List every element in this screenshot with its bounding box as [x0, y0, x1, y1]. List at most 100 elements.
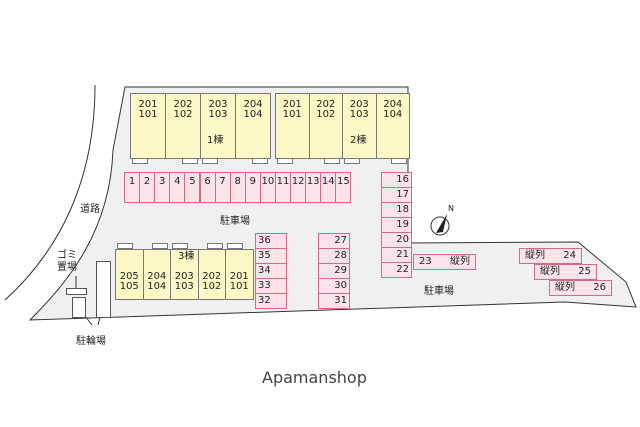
- garbage-area: [66, 288, 87, 295]
- unit-entrance: [344, 158, 360, 164]
- unit-number-upper: 202: [173, 99, 193, 110]
- space-number: 26: [593, 282, 606, 293]
- unit-number-upper: 203: [208, 99, 228, 110]
- bicycle-area-1: [72, 297, 86, 318]
- tandem-label: 縦列: [555, 282, 575, 293]
- parking-space: 7: [214, 172, 231, 203]
- space-number: 24: [563, 250, 576, 261]
- tandem-label: 縦列: [450, 256, 470, 267]
- parking-space: 36: [255, 233, 287, 249]
- unit-number-lower: 102: [173, 109, 193, 120]
- unit-number-upper: 203: [174, 271, 194, 282]
- parking-space: 27: [318, 233, 350, 249]
- unit-number-upper: 202: [316, 99, 336, 110]
- unit-number-lower: 104: [243, 109, 263, 120]
- parking-space: 21: [381, 247, 412, 263]
- parking-space: 33: [255, 278, 287, 294]
- unit-number-lower: 103: [208, 109, 228, 120]
- unit-number-upper: 201: [282, 99, 302, 110]
- building-name: 3棟: [178, 251, 195, 262]
- parking-space: 22: [381, 262, 412, 278]
- parking-label-2: 駐車場: [424, 286, 454, 297]
- unit-entrance: [117, 243, 133, 249]
- tandem-parking-space: 24 縦列: [519, 248, 582, 264]
- unit-number-upper: 205: [119, 271, 139, 282]
- parking-space: 32: [255, 293, 287, 309]
- parking-space: 31: [318, 293, 350, 309]
- road-edge: [4, 84, 96, 301]
- parking-label-1: 駐車場: [220, 216, 250, 227]
- parking-space: 9: [244, 172, 261, 203]
- unit-number-lower: 105: [119, 281, 139, 292]
- parking-space: 8: [229, 172, 246, 203]
- tandem-parking-space: 26 縦列: [549, 280, 612, 296]
- parking-space: 17: [381, 187, 412, 203]
- unit-entrance: [152, 243, 168, 249]
- parking-space: 28: [318, 248, 350, 264]
- unit-entrance: [202, 158, 218, 164]
- tandem-parking-space: 25 縦列: [534, 264, 597, 280]
- parking-space: 35: [255, 248, 287, 264]
- parking-space: 2: [139, 172, 156, 203]
- building-name: 1棟: [207, 135, 224, 146]
- bicycle-label: 駐輪場: [76, 336, 106, 347]
- unit-number-upper: 201: [229, 271, 249, 282]
- tandem-label: 縦列: [540, 266, 560, 277]
- road-label: 道路: [80, 204, 100, 215]
- unit-entrance: [277, 158, 293, 164]
- parking-space: 4: [169, 172, 186, 203]
- unit-number-lower: 102: [316, 109, 336, 120]
- unit-number-lower: 101: [138, 109, 158, 120]
- unit-number-upper: 204: [243, 99, 263, 110]
- unit-number-lower: 104: [383, 109, 403, 120]
- unit-number-lower: 103: [349, 109, 369, 120]
- compass-icon: [430, 214, 450, 236]
- parking-space: 34: [255, 263, 287, 279]
- unit-number-lower: 103: [174, 281, 194, 292]
- watermark: Apamanshop: [262, 368, 367, 387]
- parking-space: 14: [320, 172, 337, 203]
- space-number: 23: [419, 256, 432, 267]
- unit-entrance: [227, 243, 243, 249]
- unit-entrance: [324, 158, 340, 164]
- unit-entrance: [182, 158, 198, 164]
- garbage-label: ゴミ置場: [57, 250, 77, 273]
- parking-space: 18: [381, 202, 412, 218]
- space-number: 25: [578, 266, 591, 277]
- unit-entrance: [132, 158, 148, 164]
- parking-space: 29: [318, 263, 350, 279]
- unit-entrance: [207, 243, 223, 249]
- unit-entrance: [172, 243, 188, 249]
- unit-number-upper: 202: [202, 271, 222, 282]
- unit-number-lower: 104: [147, 281, 167, 292]
- unit-number-lower: 102: [202, 281, 222, 292]
- unit-number-lower: 101: [229, 281, 249, 292]
- parking-space: 20: [381, 232, 412, 248]
- bicycle-area-2: [96, 261, 111, 318]
- building-name: 2棟: [350, 135, 367, 146]
- parking-space: 10: [259, 172, 276, 203]
- parking-space: 15: [335, 172, 352, 203]
- tandem-label: 縦列: [525, 250, 545, 261]
- unit-number-upper: 201: [138, 99, 158, 110]
- compass-label: N: [448, 204, 454, 213]
- unit-number-upper: 204: [383, 99, 403, 110]
- parking-space: 1: [124, 172, 140, 203]
- parking-space: 3: [154, 172, 171, 203]
- parking-space: 30: [318, 278, 350, 294]
- parking-space: 13: [305, 172, 322, 203]
- tandem-parking-space: 23 縦列: [413, 254, 476, 270]
